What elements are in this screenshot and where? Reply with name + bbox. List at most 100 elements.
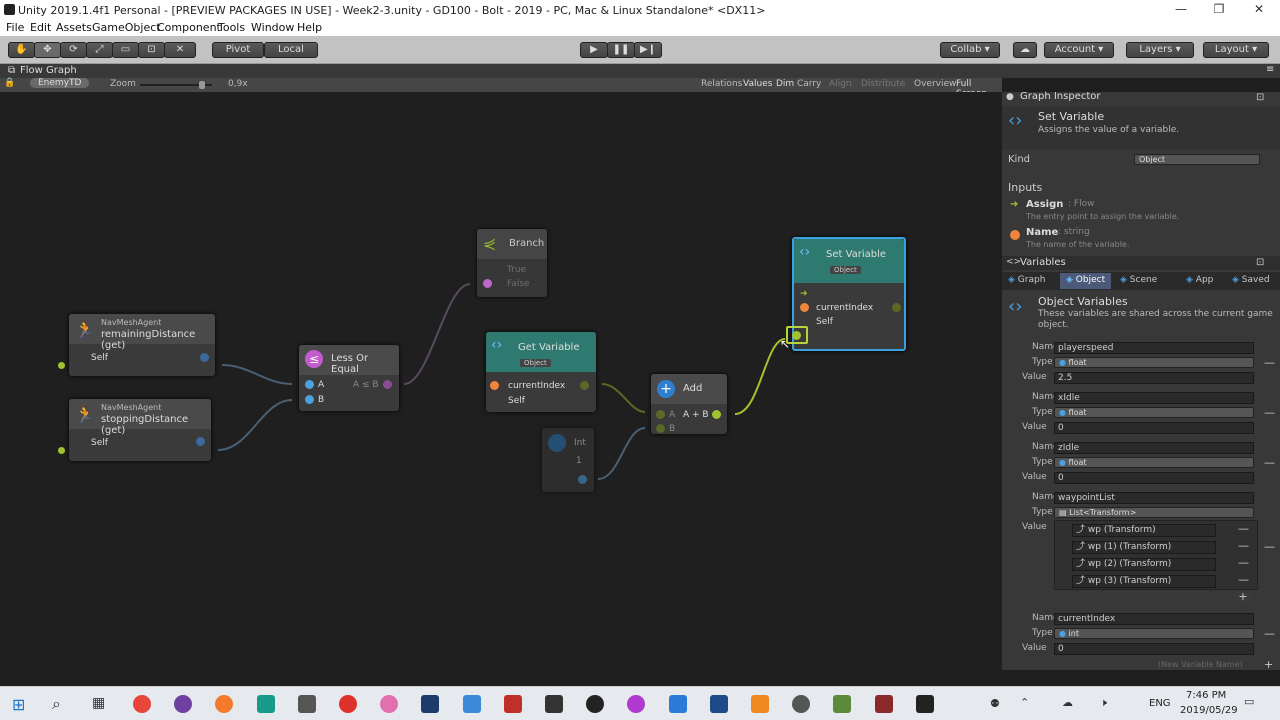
remove-list-item-button[interactable]: —	[1238, 573, 1249, 586]
remove-variable-button[interactable]: —	[1264, 540, 1275, 553]
var-value-field[interactable]: 0	[1054, 472, 1254, 484]
a-input-port[interactable]	[305, 380, 314, 389]
a-input-port[interactable]	[656, 410, 665, 419]
int-literal-node[interactable]: Int 1	[542, 428, 594, 492]
vscode-icon[interactable]	[669, 695, 687, 713]
minimize-button[interactable]: —	[1175, 2, 1187, 16]
tab-app[interactable]: ◈ App	[1186, 275, 1213, 285]
graph-canvas[interactable]: 🏃 NavMeshAgent remainingDistance (get) S…	[0, 92, 1002, 670]
var-type-dropdown[interactable]: ● float	[1054, 357, 1254, 368]
remove-variable-button[interactable]: —	[1264, 356, 1275, 369]
app-icon[interactable]	[751, 695, 769, 713]
add-variable-button[interactable]: +	[1264, 658, 1274, 671]
blender-icon[interactable]	[215, 695, 233, 713]
windows-start-icon[interactable]: ⊞	[12, 695, 26, 714]
b-input-port[interactable]	[305, 395, 314, 404]
pivot-toggle[interactable]: Pivot	[212, 42, 264, 58]
var-name-field[interactable]: waypointList	[1054, 492, 1254, 504]
tab-graph[interactable]: ◈ Graph	[1008, 275, 1045, 285]
list-item-field[interactable]: ⤴ wp (Transform)	[1072, 524, 1216, 537]
zoom-slider-thumb[interactable]	[198, 81, 205, 89]
list-item-field[interactable]: ⤴ wp (3) (Transform)	[1072, 575, 1216, 588]
var-type-dropdown[interactable]: ● float	[1054, 407, 1254, 418]
app-icon[interactable]	[298, 695, 316, 713]
kind-dropdown[interactable]: Object	[1134, 154, 1260, 165]
self-field[interactable]: Self	[91, 353, 108, 363]
remove-list-item-button[interactable]: —	[1238, 556, 1249, 569]
toggle-carry[interactable]: Carry	[797, 79, 822, 89]
b-input-port[interactable]	[656, 424, 665, 433]
app-icon[interactable]	[833, 695, 851, 713]
condition-input-port[interactable]	[483, 279, 492, 288]
panel-menu-icon[interactable]: ≡	[1266, 64, 1275, 75]
var-type-dropdown[interactable]: ▤ List<Transform>	[1054, 507, 1254, 518]
name-input-port[interactable]	[800, 303, 809, 312]
rotate-tool-icon[interactable]: ⟳	[60, 42, 87, 58]
search-icon[interactable]: ⌕	[52, 694, 61, 713]
variable-name-field[interactable]: currentIndex	[508, 381, 566, 391]
volume-icon[interactable]: 🕨	[1100, 696, 1107, 709]
lock-icon[interactable]: 🔒	[4, 78, 16, 88]
var-value-field[interactable]: 0	[1054, 643, 1254, 655]
name-input-port[interactable]	[490, 381, 499, 390]
clock-date[interactable]: 2019/05/29	[1180, 705, 1238, 716]
kind-badge[interactable]: Object	[830, 266, 861, 274]
distribute-button[interactable]: Distribute	[861, 79, 906, 89]
overview-button[interactable]: Overview	[914, 79, 957, 89]
photoshop-icon[interactable]	[421, 695, 439, 713]
rect-tool-icon[interactable]: ▭	[112, 42, 139, 58]
clock-time[interactable]: 7:46 PM	[1186, 690, 1227, 701]
remove-variable-button[interactable]: —	[1264, 456, 1275, 469]
menu-gameobject[interactable]: GameObject	[92, 21, 161, 34]
cloud-icon[interactable]: ☁	[1013, 42, 1037, 58]
layers-dropdown[interactable]: Layers ▾	[1126, 42, 1194, 58]
chrome-icon[interactable]	[133, 695, 151, 713]
unity-taskbar-icon[interactable]	[916, 695, 934, 713]
self-field[interactable]: Self	[91, 438, 108, 448]
add-node[interactable]: + Add A A + B B	[651, 374, 727, 434]
flow-input-arrow-icon[interactable]: ➜	[800, 289, 808, 299]
pause-button[interactable]: ❚❚	[607, 42, 635, 58]
layout-dropdown[interactable]: Layout ▾	[1203, 42, 1269, 58]
navmesh-stopping-node[interactable]: 🏃 NavMeshAgent stoppingDistance (get) Se…	[69, 399, 211, 461]
tab-scene[interactable]: ◈ Scene	[1120, 275, 1157, 285]
step-button[interactable]: ▶❙	[634, 42, 662, 58]
add-list-item-button[interactable]: +	[1234, 590, 1252, 603]
toggle-dim[interactable]: Dim	[776, 79, 795, 89]
substance-icon[interactable]	[339, 695, 357, 713]
output-port[interactable]	[196, 437, 205, 446]
remove-list-item-button[interactable]: —	[1238, 539, 1249, 552]
flask-icon[interactable]	[463, 695, 481, 713]
self-input-port[interactable]	[58, 447, 65, 454]
toggle-relations[interactable]: Relations	[701, 79, 743, 89]
var-value-field[interactable]: 0	[1054, 422, 1254, 434]
app-icon[interactable]	[710, 695, 728, 713]
self-field[interactable]: Self	[508, 396, 525, 406]
remove-variable-button[interactable]: —	[1264, 627, 1275, 640]
bool-output-port[interactable]	[383, 380, 392, 389]
kind-badge[interactable]: Object	[520, 359, 551, 367]
int-value[interactable]: 1	[576, 456, 582, 466]
inspector-options-icon[interactable]: ⊡	[1256, 92, 1265, 103]
account-dropdown[interactable]: Account ▾	[1044, 42, 1114, 58]
var-type-dropdown[interactable]: ● int	[1054, 628, 1254, 639]
sum-output-port[interactable]	[712, 410, 721, 419]
var-name-field[interactable]: zIdle	[1054, 442, 1254, 454]
var-value-field[interactable]: 2.5	[1054, 372, 1254, 384]
value-output-port[interactable]	[892, 303, 901, 312]
menu-file[interactable]: File	[6, 21, 25, 34]
tab-object[interactable]: ◈ Object	[1060, 273, 1112, 289]
branch-node[interactable]: ⋞ Branch True False	[477, 229, 547, 297]
list-item-field[interactable]: ⤴ wp (2) (Transform)	[1072, 558, 1216, 571]
less-or-equal-node[interactable]: ≤ Less Or Equal A A ≤ B B	[299, 345, 399, 411]
value-input-highlight[interactable]	[786, 326, 808, 344]
transform-tool-icon[interactable]: ⊡	[138, 42, 165, 58]
notifications-icon[interactable]: ▭	[1244, 695, 1255, 708]
bug-icon[interactable]	[875, 695, 893, 713]
toggle-values[interactable]: Values	[743, 79, 773, 89]
var-name-field[interactable]: currentIndex	[1054, 613, 1254, 625]
list-item-field[interactable]: ⤴ wp (1) (Transform)	[1072, 541, 1216, 554]
menu-component[interactable]: Component	[157, 21, 221, 34]
github-icon[interactable]	[174, 695, 192, 713]
people-icon[interactable]: ⚉	[990, 697, 1000, 710]
